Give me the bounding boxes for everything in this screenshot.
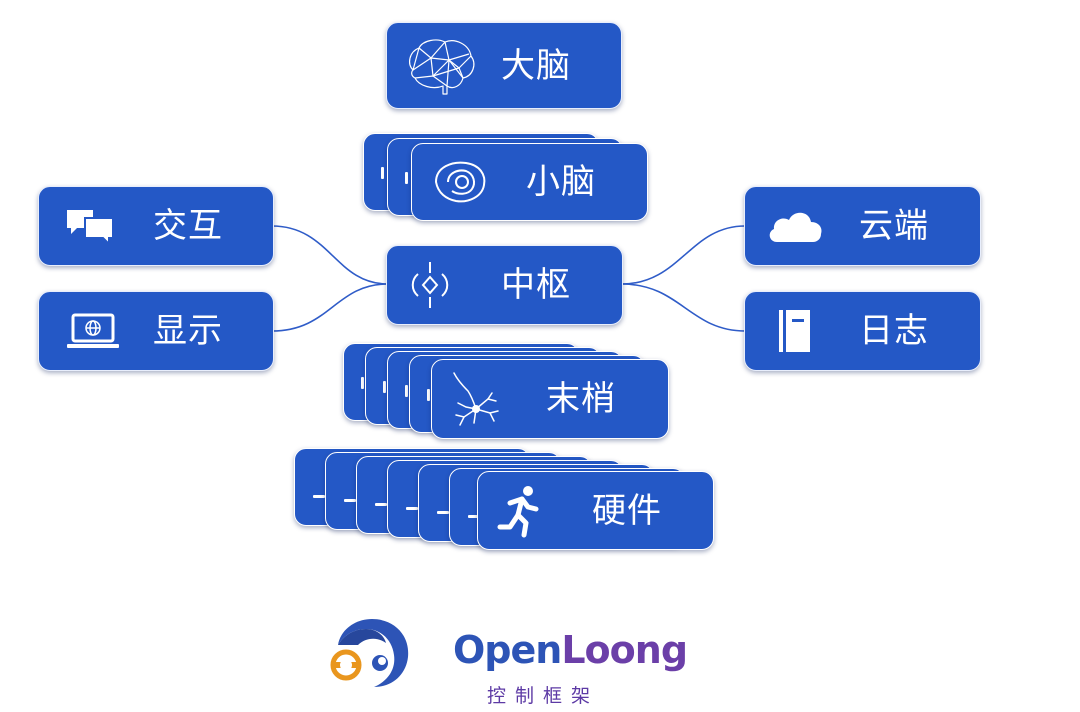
cerebellum-icon	[434, 161, 486, 203]
brain-icon	[409, 38, 475, 95]
stack-stub	[468, 515, 480, 518]
node-display: 显示	[38, 291, 274, 371]
center-hub-icon	[411, 262, 449, 308]
logo-wordmark-loong: Loong	[561, 628, 688, 672]
node-log: 日志	[744, 291, 981, 371]
stack-stub	[406, 507, 418, 510]
logo-wordmark: OpenLoong	[453, 628, 688, 672]
node-cloud-label: 云端	[859, 206, 929, 246]
node-display-label: 显示	[153, 311, 223, 351]
node-center: 中枢	[386, 245, 623, 325]
book-icon	[779, 310, 810, 352]
stack-stub	[344, 499, 356, 502]
chat-bubbles-icon	[67, 210, 114, 247]
stack-stub	[361, 377, 364, 389]
neuron-icon	[453, 372, 499, 426]
stack-stub	[437, 511, 449, 514]
node-interaction-label: 交互	[153, 206, 223, 246]
stack-stub	[383, 381, 386, 393]
node-cerebellum-label: 小脑	[526, 162, 596, 202]
laptop-globe-icon	[67, 313, 119, 348]
stack-stub	[405, 385, 408, 397]
connector-display	[271, 283, 389, 332]
node-interaction: 交互	[38, 186, 274, 266]
stack-stub	[375, 503, 387, 506]
node-log-label: 日志	[859, 311, 929, 351]
node-cerebellum: 小脑	[411, 143, 648, 221]
connector-log	[621, 283, 746, 332]
openloong-logo-icon	[330, 619, 409, 687]
node-hardware-label: 硬件	[592, 490, 662, 531]
node-center-label: 中枢	[501, 265, 571, 305]
cloud-icon	[769, 212, 822, 242]
node-peripheral: 末梢	[431, 359, 669, 439]
logo-wordmark-open: Open	[453, 628, 562, 672]
stack-stub	[427, 389, 430, 401]
stack-stub	[381, 167, 384, 179]
node-peripheral-label: 末梢	[546, 379, 616, 419]
node-brain: 大脑	[386, 22, 622, 109]
logo-subtitle: 控制框架	[487, 685, 600, 707]
stack-stub	[405, 172, 408, 184]
node-cloud: 云端	[744, 186, 981, 266]
node-brain-label: 大脑	[501, 45, 571, 86]
running-person-icon	[497, 485, 539, 537]
connector-cloud	[621, 225, 746, 285]
connector-interaction	[271, 225, 389, 285]
node-hardware: 硬件	[477, 471, 714, 550]
stack-stub	[313, 495, 325, 498]
